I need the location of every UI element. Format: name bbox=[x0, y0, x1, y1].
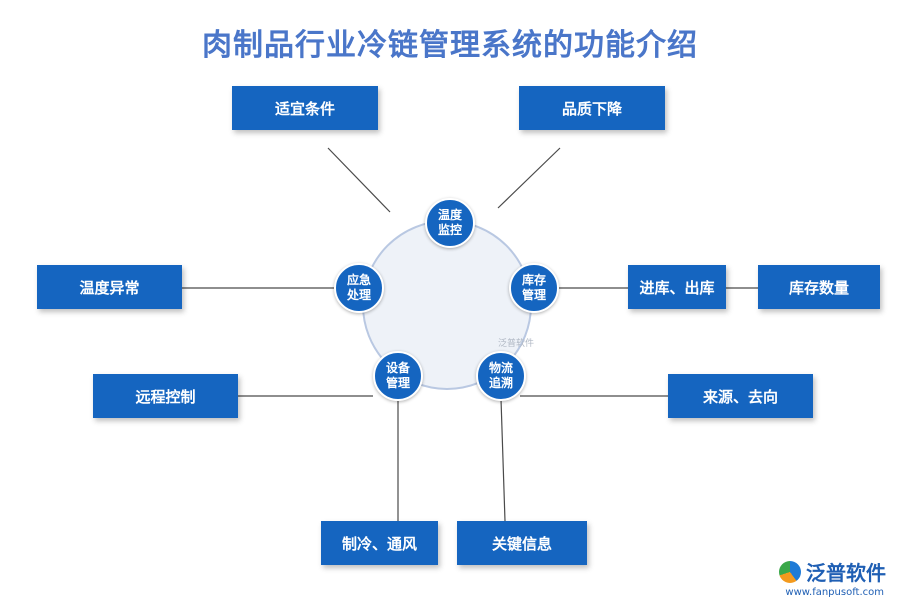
brand-logo: 泛普软件 bbox=[779, 557, 886, 586]
box-cooling-ventilation: 制冷、通风 bbox=[321, 521, 438, 565]
box-remote-control: 远程控制 bbox=[93, 374, 238, 418]
node-label-2: 管理 bbox=[521, 288, 546, 302]
node-label-1: 温度 bbox=[437, 208, 462, 222]
page-title: 肉制品行业冷链管理系统的功能介绍 bbox=[202, 28, 698, 63]
box-quality-decline: 品质下降 bbox=[519, 86, 665, 130]
node-inventory-management: 库存 管理 bbox=[509, 263, 559, 313]
box-temperature-abnormal: 温度异常 bbox=[37, 265, 182, 309]
box-inventory-quantity: 库存数量 bbox=[758, 265, 880, 309]
node-label-2: 管理 bbox=[385, 376, 410, 390]
line-keyinfo bbox=[500, 398, 506, 522]
line-suitable bbox=[327, 147, 391, 213]
node-equipment-management: 设备 管理 bbox=[373, 351, 423, 401]
node-label-1: 物流 bbox=[488, 361, 513, 375]
logo-text: 泛普软件 bbox=[806, 561, 886, 585]
node-logistics-tracing: 物流 追溯 bbox=[476, 351, 526, 401]
box-source-destination: 来源、去向 bbox=[668, 374, 813, 418]
logo-icon bbox=[779, 560, 801, 583]
node-label-2: 监控 bbox=[437, 223, 462, 237]
node-label-2: 追溯 bbox=[488, 376, 513, 390]
box-in-out-storage: 进库、出库 bbox=[628, 265, 726, 309]
node-emergency-handling: 应急 处理 bbox=[334, 263, 384, 313]
node-label-1: 应急 bbox=[346, 273, 371, 287]
box-key-information: 关键信息 bbox=[457, 521, 587, 565]
logo-url: www.fanpusoft.com bbox=[785, 587, 884, 598]
line-quality bbox=[497, 147, 561, 209]
node-label-1: 库存 bbox=[521, 273, 546, 287]
node-temperature-monitoring: 温度 监控 bbox=[425, 198, 475, 248]
node-label-1: 设备 bbox=[385, 361, 410, 375]
box-suitable-conditions: 适宜条件 bbox=[232, 86, 378, 130]
node-label-2: 处理 bbox=[346, 288, 371, 302]
watermark: 泛普软件 bbox=[498, 339, 535, 349]
